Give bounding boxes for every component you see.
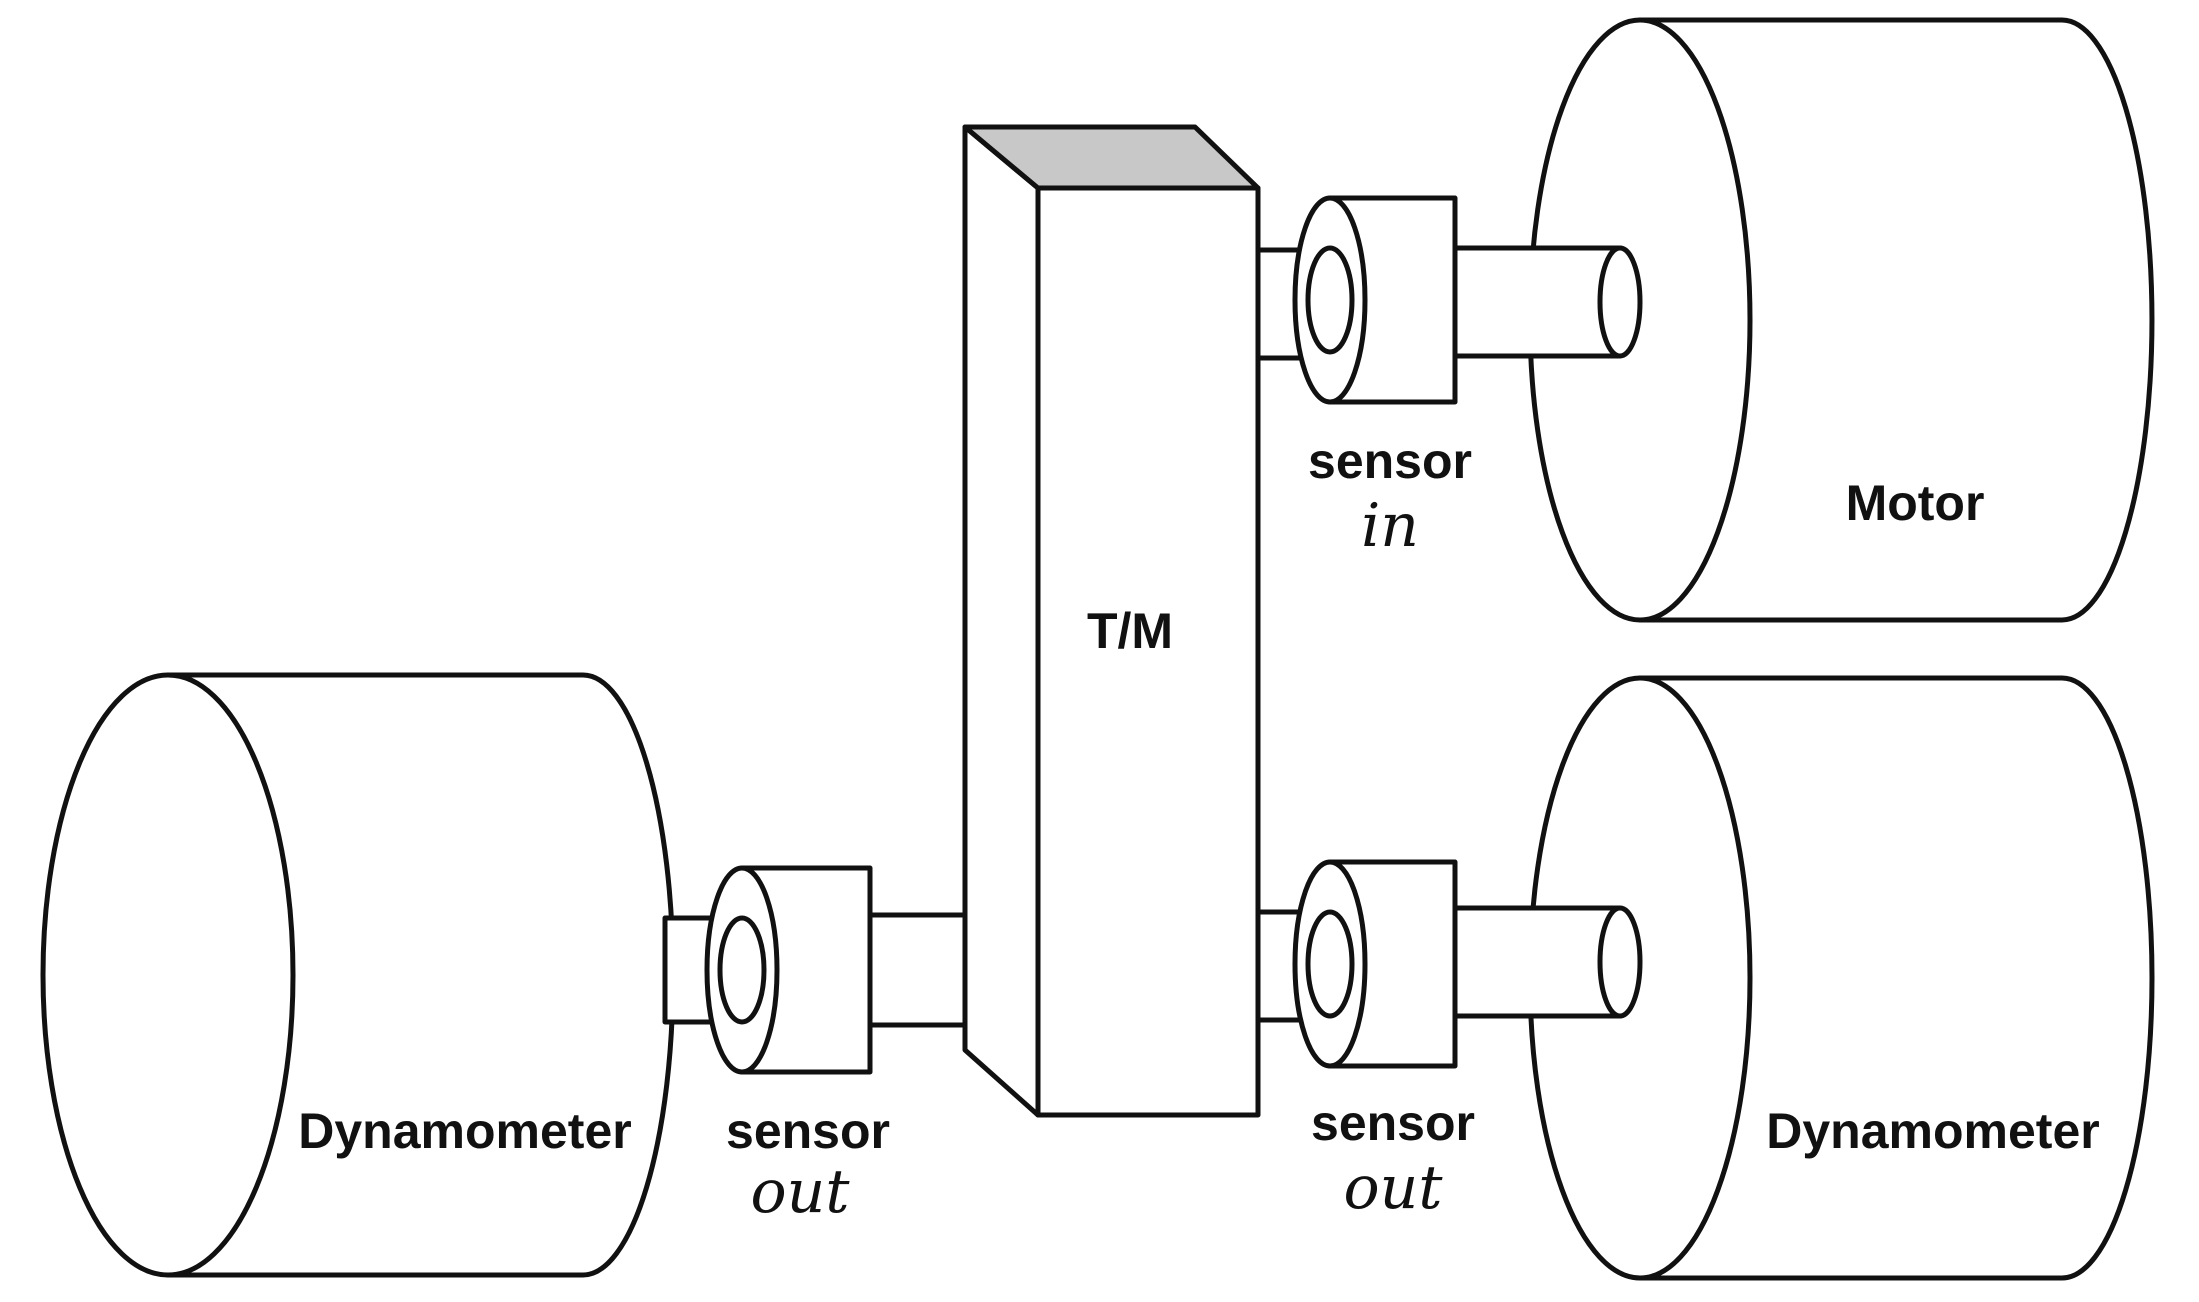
sensor-out-right — [1292, 859, 1458, 1069]
motor-label: Motor — [1846, 475, 1985, 531]
motor-cylinder: Motor — [1527, 17, 2155, 623]
sensor-out-right-subscript: out — [1344, 1153, 1444, 1223]
tm-label: T/M — [1087, 603, 1173, 659]
sensor-out-left-label: sensor — [726, 1103, 890, 1159]
dynamometer-left-label: Dynamometer — [298, 1103, 631, 1159]
dynamometer-right-cylinder: Dynamometer — [1527, 675, 2155, 1281]
sensor-in — [1292, 195, 1458, 405]
sensor-out-right-label: sensor — [1311, 1095, 1475, 1151]
sensor-in-label: sensor — [1308, 433, 1472, 489]
sensor-in-subscript: in — [1361, 491, 1419, 561]
sensor-out-left — [704, 865, 873, 1075]
sensor-out-right-caption: sensor out — [1311, 1095, 1475, 1223]
sensor-in-caption: sensor in — [1308, 433, 1472, 561]
sensor-out-left-subscript: out — [751, 1157, 851, 1227]
dynamometer-right-label: Dynamometer — [1766, 1103, 2099, 1159]
sensor-out-left-caption: sensor out — [726, 1103, 890, 1227]
tm-block: T/M — [962, 124, 1261, 1118]
dynamometer-left-cylinder: Dynamometer — [40, 672, 676, 1278]
